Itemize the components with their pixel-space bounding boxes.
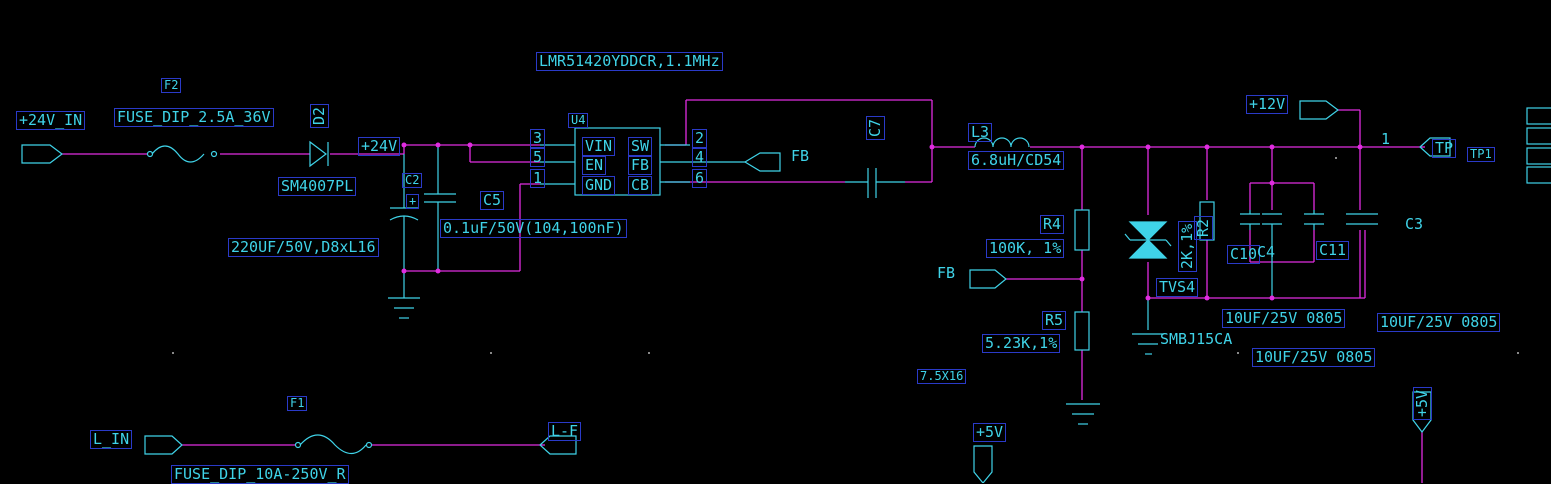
u4-pin-num: 1 [530,169,546,188]
grid-dot [172,352,174,354]
u4-pin-num: 4 [692,148,708,167]
f2-value-label: FUSE_DIP_2.5A_36V [114,108,274,127]
port-5v-b-shape [1412,391,1432,433]
c5-ref-label: C5 [480,191,505,210]
wires [62,99,1425,483]
r4-ref-label: R4 [1040,215,1065,234]
l3-value-label: 6.8uH/CD54 [968,151,1065,170]
grid-dot [1517,352,1519,354]
port-12v-shape [1299,100,1339,120]
c2-value-label: 220UF/50V,D8xL16 [228,238,379,257]
u4-pin-name: SW [628,137,653,156]
symbols [21,100,1551,483]
port-fb-in-label[interactable]: FB [937,264,956,282]
port-12v-label[interactable]: +12V [1246,95,1289,114]
package-label: 7.5X16 [917,369,967,384]
grid-dot [1335,157,1337,159]
grid-dot [490,352,492,354]
l3-ref-label: L3 [968,123,993,142]
port-5v-a-label[interactable]: +5V [973,423,1007,442]
grid-dot [648,352,650,354]
port-24v-in-label[interactable]: +24V_IN [16,111,86,130]
port-tp-shape [1419,137,1451,157]
d2-ref-label: D2 [310,103,329,128]
tp1-pin-label: 1 [1381,130,1391,148]
cap-value-label: 10UF/25V 0805 [1377,313,1501,332]
u4-pin-name: FB [628,156,653,175]
u4-pin-name: GND [582,176,616,195]
c4-ref-label: C4 [1257,243,1276,261]
cap-value-label: 10UF/25V 0805 [1252,348,1376,367]
f1-value-label: FUSE_DIP_10A-250V_R [171,465,349,484]
r5-value-label: 5.23K,1% [982,334,1061,353]
port-5v-b-label[interactable]: +5V [1413,386,1432,420]
port-l-in-label[interactable]: L_IN [90,430,133,449]
tvs4-value-label: SMBJ15CA [1160,330,1233,348]
port-5v-a-shape [973,445,993,483]
ic-part-label: LMR51420YDDCR,1.1MHz [536,52,723,71]
junctions [401,142,1363,301]
tp1-ref-label: TP1 [1467,147,1495,162]
u4-ref-label: U4 [568,113,589,128]
u4-pin-num: 6 [692,169,708,188]
c3-ref-label: C3 [1405,215,1424,233]
u4-pin-name: EN [582,156,607,175]
c5-value-label: 0.1uF/50V(104,100nF) [440,219,627,238]
net-24v-label[interactable]: +24V [358,137,401,156]
d2-value-label: SM4007PL [278,177,357,196]
diode-d2-shape [309,140,327,168]
port-fb-out-shape [743,152,781,172]
u4-pin-num: 5 [530,148,546,167]
grid-dot [1237,352,1239,354]
f2-ref-label: F2 [161,78,182,93]
u4-pin-name: CB [628,176,653,195]
port-fb-in-shape [969,269,1007,289]
f1-ref-label: F1 [287,396,308,411]
port-tp-label[interactable]: TP [1432,139,1457,158]
u4-pin-num: 3 [530,129,546,148]
c2-ref-label: C2 [402,173,423,188]
port-lf-label[interactable]: L-F [548,422,582,441]
r4-value-label: 100K, 1% [986,239,1065,258]
r5-ref-label: R5 [1042,311,1067,330]
tvs4-ref-label: TVS4 [1156,278,1199,297]
cap-value-label: 10UF/25V 0805 [1222,309,1346,328]
port-l-in-shape [144,435,183,455]
c2-polarity-mark: + [406,194,420,209]
c7-ref-label: C7 [866,115,885,140]
r2-ref-label: R2 [1194,215,1213,240]
u4-pin-num: 2 [692,129,708,148]
c10-ref-label: C10 [1227,245,1261,264]
port-24v-in-shape [21,144,63,164]
c11-ref-label: C11 [1316,241,1350,260]
port-fb-out-label[interactable]: FB [791,147,810,165]
u4-pin-name: VIN [582,137,616,156]
